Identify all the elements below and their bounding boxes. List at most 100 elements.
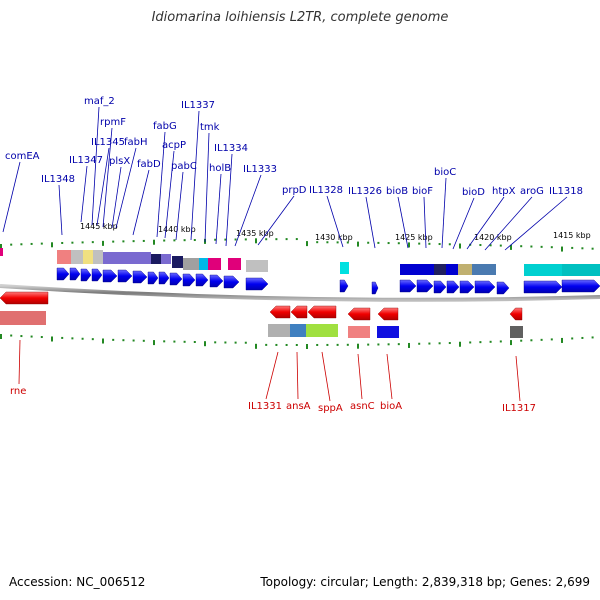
forward-gene [446, 280, 460, 294]
gene-label-il1334[interactable]: IL1334 [214, 143, 248, 154]
scale-tick [183, 239, 186, 242]
gene-label-bioc[interactable]: bioC [434, 167, 456, 178]
gene-label-comea[interactable]: comEA [5, 151, 40, 162]
scale-tick [91, 241, 94, 244]
gene-label-il1337[interactable]: IL1337 [181, 100, 215, 111]
forward-gene [91, 268, 103, 282]
leader-line [321, 351, 331, 402]
gene-label-il1331[interactable]: IL1331 [248, 401, 282, 412]
feature-block [377, 326, 399, 338]
reverse-gene [377, 307, 399, 321]
scale-tick [132, 240, 135, 243]
scale-tick [224, 238, 227, 241]
gene-label-fabh[interactable]: fabH [124, 137, 148, 148]
feature-block [228, 258, 241, 270]
scale-tick [0, 244, 2, 249]
scale-tick [387, 343, 390, 346]
feature-block [57, 250, 71, 264]
scale-tick [571, 337, 574, 340]
scale-tick [530, 245, 533, 248]
scale-tick [510, 340, 512, 346]
accession-text: Accession: NC_006512 [9, 575, 146, 589]
reverse-gene [0, 291, 49, 305]
gene-label-plsx[interactable]: plsX [109, 156, 130, 167]
scale-tick [336, 241, 339, 244]
scale-tick [234, 238, 237, 241]
gene-label-il1326[interactable]: IL1326 [348, 186, 382, 197]
scale-tick [489, 244, 492, 247]
scale-tick [418, 242, 421, 245]
scale-tick [377, 343, 380, 346]
gene-label-prpd[interactable]: prpD [282, 185, 307, 196]
scale-tick [244, 238, 247, 241]
gene-label-asnc[interactable]: asnC [350, 401, 375, 412]
scale-tick [255, 238, 257, 244]
scale-tick [183, 340, 186, 343]
scale-tick [173, 239, 176, 242]
gene-label-bioa[interactable]: bioA [380, 401, 402, 412]
feature-block [524, 264, 562, 276]
gene-label-il1333[interactable]: IL1333 [243, 164, 277, 175]
scale-tick [255, 343, 257, 349]
scale-tick [51, 336, 53, 342]
scale-tick [112, 338, 115, 341]
gene-label-biof[interactable]: bioF [412, 186, 433, 197]
gene-label-maf_2[interactable]: maf_2 [84, 96, 115, 107]
gene-label-il1328[interactable]: IL1328 [309, 185, 343, 196]
scale-tick [81, 241, 84, 244]
gene-label-sppa[interactable]: sppA [318, 403, 343, 414]
gene-label-il1347[interactable]: IL1347 [69, 155, 103, 166]
scale-tick [591, 247, 594, 250]
scale-tick [265, 343, 268, 346]
gene-label-ansa[interactable]: ansA [286, 401, 311, 412]
gene-label-tmk[interactable]: tmk [200, 122, 220, 133]
leader-line [18, 339, 21, 385]
scale-tick [428, 242, 431, 245]
feature-block [71, 250, 83, 264]
scale-tick [306, 241, 308, 247]
gene-label-rpmf[interactable]: rpmF [100, 117, 126, 128]
gene-label-pabc[interactable]: pabC [171, 161, 197, 172]
scale-tick [112, 240, 115, 243]
scale-tick [581, 336, 584, 339]
gene-label-il1318[interactable]: IL1318 [549, 186, 583, 197]
forward-gene [102, 269, 118, 283]
gene-label-rne[interactable]: rne [10, 386, 26, 397]
leader-line [175, 171, 184, 241]
gene-label-fabd[interactable]: fabD [137, 159, 161, 170]
feature-block [83, 250, 93, 264]
leader-line [115, 147, 137, 229]
scale-tick [418, 342, 421, 345]
gene-label-holb[interactable]: holB [209, 163, 231, 174]
forward-gene [195, 273, 209, 287]
genome-title: Idiomarina loihiensis L2TR, complete gen… [151, 10, 449, 25]
scale-label: 1435 kbp [236, 229, 274, 238]
leader-line [234, 174, 262, 247]
gene-label-il1348[interactable]: IL1348 [41, 174, 75, 185]
leader-line [58, 184, 63, 236]
scale-tick [173, 340, 176, 343]
feature-block [446, 264, 458, 275]
gene-label-il1345[interactable]: IL1345 [91, 137, 125, 148]
scale-tick [306, 343, 308, 349]
gene-label-il1317[interactable]: IL1317 [502, 403, 536, 414]
feature-block [290, 324, 306, 337]
gene-label-biob[interactable]: bioB [386, 186, 408, 197]
leader-line [265, 351, 279, 400]
leader-line [441, 177, 447, 249]
gene-label-acpp[interactable]: acpP [162, 140, 186, 151]
feature-block [416, 264, 434, 275]
leader-line [257, 195, 295, 246]
feature-block [340, 262, 349, 274]
scale-tick [408, 342, 410, 348]
leader-line [326, 195, 344, 248]
forward-gene [523, 280, 563, 294]
gene-label-arog[interactable]: aroG [520, 186, 544, 197]
leader-line [111, 166, 122, 229]
gene-label-htpx[interactable]: htpX [492, 186, 516, 197]
feature-block [103, 252, 151, 264]
gene-label-fabg[interactable]: fabG [153, 121, 177, 132]
gene-label-biod[interactable]: bioD [462, 187, 485, 198]
